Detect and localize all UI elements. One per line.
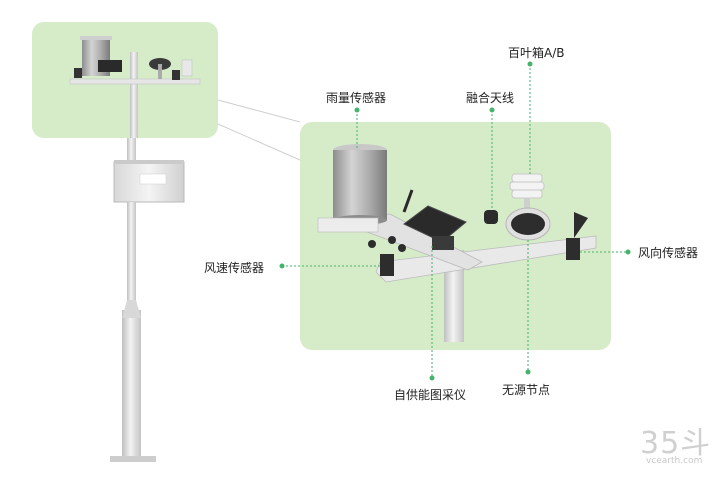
main-pole — [110, 138, 185, 462]
pole-taper — [122, 300, 141, 318]
wind-cup — [368, 240, 376, 248]
inset-crossarm — [69, 78, 201, 85]
leader-dot — [525, 369, 531, 375]
leader-dot — [527, 61, 533, 67]
louver-plate — [509, 181, 545, 191]
connector-line — [217, 123, 301, 161]
solar-panel — [403, 205, 467, 243]
wind-direction-sensor — [566, 238, 580, 260]
pole-lower — [122, 310, 141, 460]
inset-wind-dir — [172, 70, 180, 80]
louver-plate — [511, 189, 543, 199]
inset-pole — [130, 52, 138, 138]
connector-line — [217, 99, 301, 123]
leader-dot — [625, 249, 631, 255]
inset-wind-speed — [74, 68, 82, 78]
label-fusion-antenna: 融合天线 — [466, 91, 515, 105]
wind-vane — [574, 212, 588, 238]
pole-upper — [127, 138, 136, 168]
leader-dot — [489, 107, 495, 113]
inset-rain-gauge-rim — [80, 36, 112, 40]
fusion-antenna — [484, 210, 498, 224]
overview-inset — [32, 22, 301, 161]
louver-plate — [511, 173, 543, 183]
inset-louver-box — [181, 59, 193, 77]
inset-node-stem — [158, 64, 162, 79]
wind-cup — [398, 244, 406, 252]
collector-box-nameplate — [139, 173, 167, 185]
watermark-logo: 35斗 — [640, 426, 712, 461]
pole-middle — [127, 202, 136, 312]
label-rain-sensor: 雨量传感器 — [326, 91, 387, 105]
antenna-rod — [402, 189, 414, 213]
crossarm — [375, 235, 597, 283]
detail-panel — [300, 122, 611, 350]
leader-dot — [354, 107, 360, 113]
leader-dot — [429, 375, 435, 381]
label-passive-node: 无源节点 — [502, 383, 551, 397]
leader-dot — [279, 263, 285, 269]
louver-stem — [524, 198, 530, 212]
wind-speed-sensor — [380, 254, 394, 276]
label-self-powered-collector: 自供能图采仪 — [394, 388, 467, 402]
rain-gauge-drum — [333, 150, 387, 220]
label-wind-direction-sensor: 风向传感器 — [638, 246, 699, 260]
leader-lines — [279, 61, 631, 381]
wind-cup — [388, 236, 396, 244]
watermark-site: vcearth.com — [646, 456, 703, 466]
inset-solar-panel — [98, 60, 122, 72]
passive-node-face — [511, 213, 545, 235]
label-louver-box: 百叶箱A/B — [508, 46, 565, 60]
label-wind-speed-sensor: 风速传感器 — [204, 261, 265, 275]
collector-box-lid — [114, 160, 184, 164]
rain-gauge-base — [317, 217, 379, 233]
camera-unit — [432, 236, 454, 250]
pole-base — [110, 456, 156, 462]
support-pole — [444, 250, 464, 342]
